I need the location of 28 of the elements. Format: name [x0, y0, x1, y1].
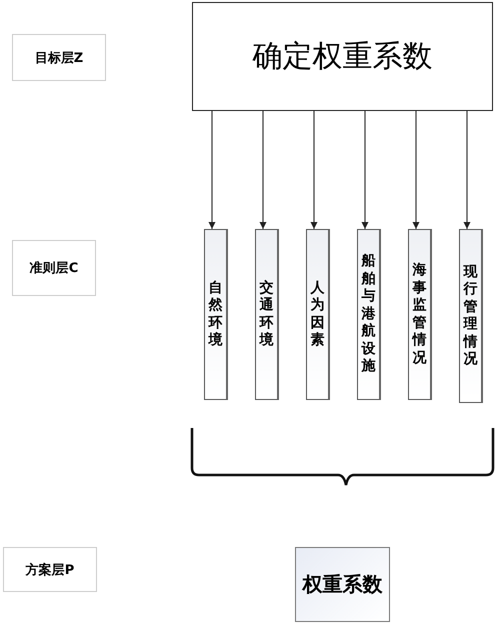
arrow [362, 110, 368, 230]
arrow [310, 110, 318, 230]
criterion-box [306, 229, 330, 400]
layer-label-box [12, 240, 96, 296]
criterion-box [255, 229, 279, 400]
node-text: 人为因素 [310, 280, 324, 350]
node-text: 自然环境 [208, 280, 222, 350]
criterion-box [357, 229, 381, 400]
node-text: 权重系数 [302, 571, 382, 598]
node-text: 交通环境 [260, 280, 274, 350]
criterion-box [408, 229, 432, 400]
arrow [464, 110, 470, 230]
layer-label-box [12, 34, 106, 81]
criterion-box [204, 229, 228, 400]
node-text: 船舶与港航设施 [362, 253, 376, 376]
node-text: 方案层P [26, 562, 74, 578]
arrow [412, 110, 420, 230]
result-box [295, 547, 390, 622]
node-text: 目标层Z [34, 50, 84, 66]
node-text: 确定权重系数 [252, 38, 432, 76]
goal-box [192, 2, 493, 111]
criterion-box [459, 229, 483, 403]
layer-label-box [3, 547, 97, 592]
node-text: 现行管理情况 [464, 264, 478, 368]
arrow [208, 110, 216, 230]
arrow [260, 110, 266, 230]
node-text: 海事监管情况 [412, 262, 426, 367]
node-text: 准则层C [30, 260, 78, 277]
